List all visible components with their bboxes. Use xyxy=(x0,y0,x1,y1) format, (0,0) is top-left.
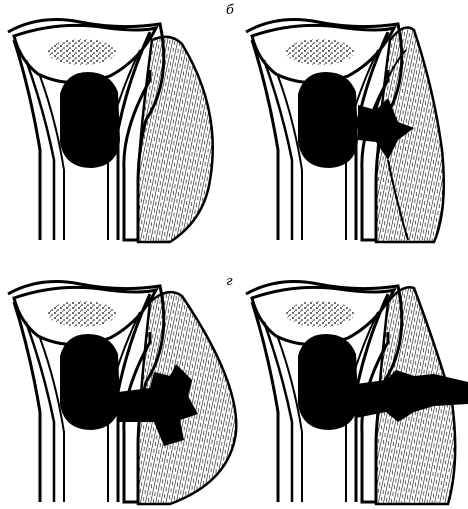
panel-a xyxy=(8,20,213,242)
panel-d xyxy=(246,282,468,504)
panel-label-b: б xyxy=(226,4,234,17)
panel-c xyxy=(8,282,236,504)
panel-b xyxy=(246,20,444,242)
panel-label-g: г xyxy=(226,275,233,288)
soft-tissue-swelling xyxy=(138,37,213,242)
